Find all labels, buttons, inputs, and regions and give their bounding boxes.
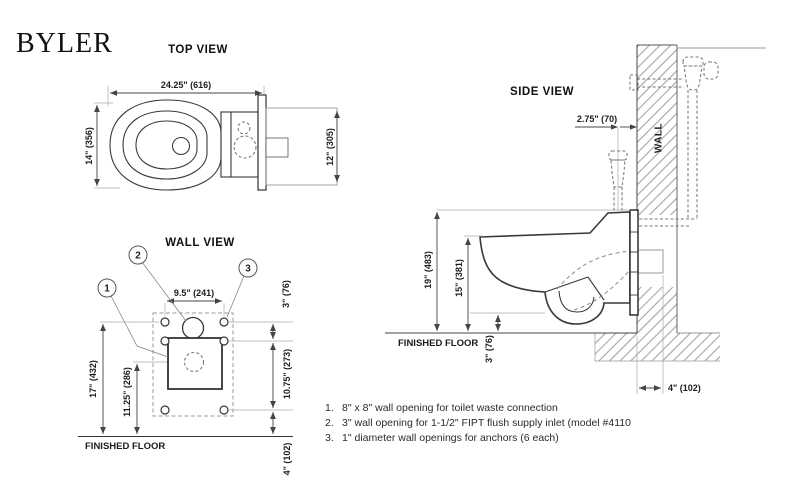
bowl-profile-outline [479, 211, 631, 325]
dim-label-waste-height: 11.25" (286) [122, 367, 132, 417]
bowl-water-surface [135, 120, 198, 170]
note-item-1: 1. 8" x 8" wall opening for toilet waste… [325, 401, 785, 416]
dim-label-width: 24.25" (616) [161, 80, 211, 90]
dim-label-waste-depth: 4" (102) [668, 383, 701, 393]
note-number: 2. [325, 417, 334, 429]
wall-view: WALL VIEW 9.5" (241) [78, 237, 293, 475]
top-view: TOP VIEW 24.25" (616) 14" (356) [84, 44, 340, 191]
supply-inlet-fitting [629, 74, 639, 91]
wall-view-title: WALL VIEW [165, 237, 234, 249]
mounting-plate-plan [257, 94, 267, 191]
bowl-outer-rim [109, 99, 222, 191]
dim-label-rim-height: 19" (483) [423, 251, 433, 289]
dim-label-offset: 2.75" (70) [577, 114, 617, 124]
wall-section: WALL [594, 44, 766, 362]
note-text: 1" diameter wall openings for anchors (6… [342, 432, 559, 444]
callout-3: 3 [245, 264, 251, 275]
concealed-flush-valve-dashed [629, 56, 719, 227]
callout-1: 1 [104, 284, 110, 295]
wall-view-extension-lines [100, 303, 293, 411]
waste-path-dashed-lower [573, 268, 632, 311]
dim-label-anchor-bottom: 4" (102) [282, 443, 292, 476]
valve-handle [703, 61, 719, 80]
side-view-extension-lines [437, 209, 664, 394]
waste-path-dashed-upper [556, 250, 632, 290]
note-text: 8" x 8" wall opening for toilet waste co… [342, 402, 558, 414]
dim-label-depth: 14" (356) [84, 127, 94, 165]
waste-opening-square [167, 337, 223, 390]
bowl-plan [109, 99, 222, 191]
dim-label-anchor-mid: 10.75" (273) [282, 349, 292, 399]
flush-spud-dashed-circle [233, 135, 257, 159]
callout-leaders [110, 261, 245, 358]
note-item-3: 3. 1" diameter wall openings for anchors… [325, 431, 785, 446]
dim-label-span: 9.5" (241) [174, 288, 214, 298]
rear-spud-block [220, 111, 259, 178]
finished-floor-label-wall-view: FINISHED FLOOR [85, 441, 165, 452]
side-view: SIDE VIEW WALL [385, 44, 766, 394]
note-number: 1. [325, 402, 334, 414]
outlet-edge-1 [544, 276, 589, 293]
drain-circle [171, 136, 191, 156]
mounting-plate-section [629, 209, 639, 316]
dim-label-carrier: 12" (305) [325, 128, 335, 166]
anchor-holes [160, 317, 229, 415]
dim-label-anchor-top: 3" (76) [281, 280, 291, 308]
finished-floor-label-side-view: FINISHED FLOOR [398, 338, 478, 349]
dim-label-bowl-height: 15" (381) [454, 259, 464, 297]
top-view-extension-lines [94, 86, 265, 189]
toilet-profile [479, 211, 632, 325]
floor-slab-section [595, 333, 720, 361]
callout-2: 2 [135, 251, 141, 262]
supply-spud-dashed-circle [237, 121, 251, 135]
note-number: 3. [325, 432, 334, 444]
brand-logo: BYLER [16, 28, 113, 59]
note-text: 3" wall opening for 1-1/2" FIPT flush su… [342, 417, 631, 429]
rough-in-dashed-outline [152, 312, 234, 417]
note-item-2: 2. 3" wall opening for 1-1/2" FIPT flush… [325, 416, 785, 431]
wall-label: WALL [654, 123, 665, 153]
waste-outlet-box [265, 137, 289, 158]
bowl-inner-rim [122, 110, 208, 180]
notes-list: 1. 8" x 8" wall opening for toilet waste… [325, 401, 785, 446]
waste-pipe-dashed-circle [183, 351, 205, 373]
top-view-title: TOP VIEW [168, 44, 228, 56]
side-view-title: SIDE VIEW [510, 86, 574, 98]
trap-inner-arc [558, 290, 595, 313]
offset-dimension: 2.75" (70) [575, 114, 637, 130]
exposed-flush-valve-dashed [608, 127, 628, 212]
dim-label-supply-height: 17" (432) [88, 360, 98, 398]
callout-balloons: 1 2 3 [97, 245, 258, 298]
dim-label-clearance: 3" (76) [484, 335, 494, 363]
waste-opening-section [637, 249, 664, 274]
